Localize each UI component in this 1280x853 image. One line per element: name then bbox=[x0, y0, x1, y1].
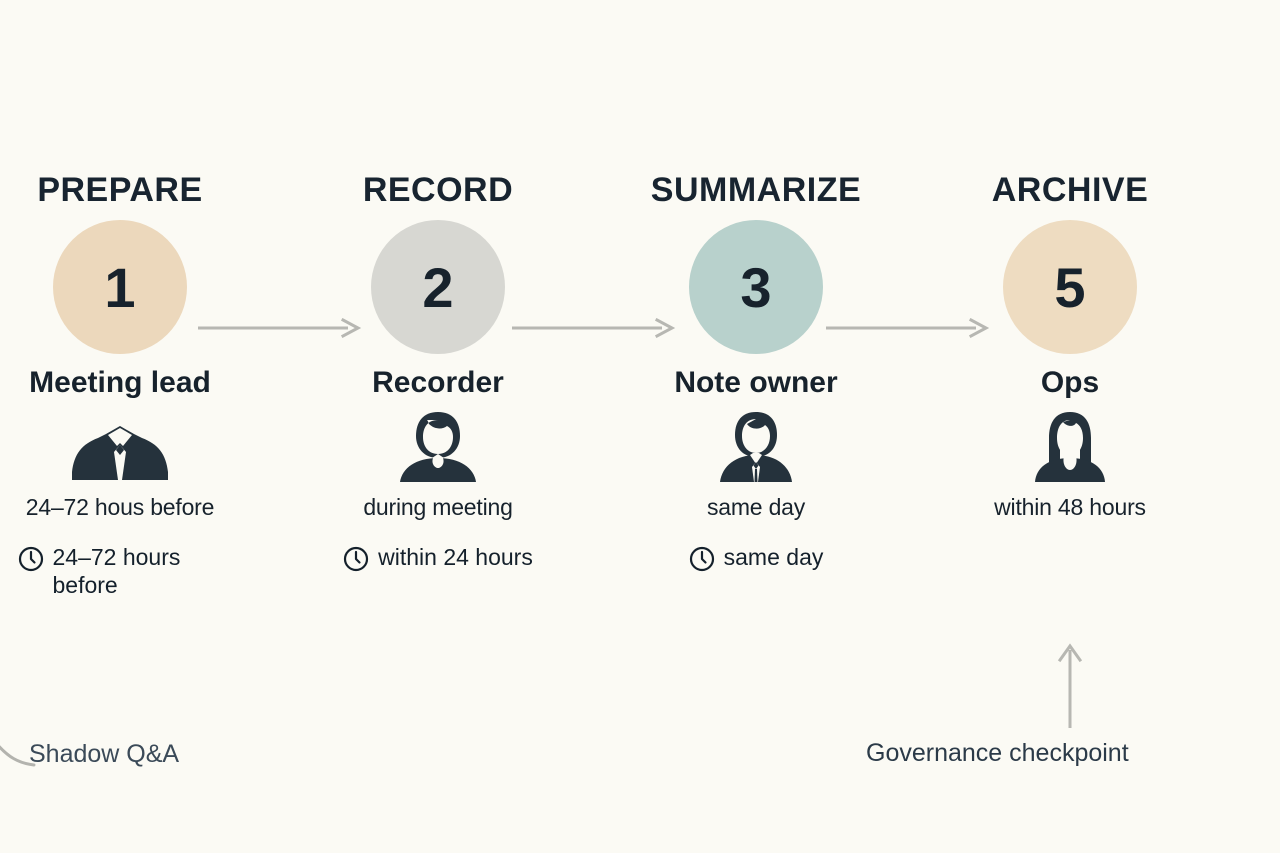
clock-badge-record: within 24 hours bbox=[343, 543, 533, 577]
clock-badge-summarize: same day bbox=[689, 543, 824, 577]
step-circle-wrap-1: 1 bbox=[0, 212, 270, 362]
clock-text-prepare: 24–72 hours before bbox=[52, 544, 181, 599]
step-number-1: 1 bbox=[104, 255, 136, 319]
stage-column-summarize: SUMMARIZE 3 Note owner same day bbox=[606, 168, 906, 577]
step-circle-5[interactable]: 5 bbox=[1003, 220, 1137, 354]
clock-icon bbox=[689, 543, 715, 577]
governance-arrow-icon bbox=[1050, 640, 1090, 735]
person-plain-icon bbox=[288, 406, 588, 484]
role-label-archive: Ops bbox=[1040, 366, 1100, 399]
clock-text-summarize: same day bbox=[723, 544, 824, 570]
step-circle-wrap-2: 2 bbox=[288, 212, 588, 362]
step-circle-3[interactable]: 3 bbox=[689, 220, 823, 354]
role-label-summarize: Note owner bbox=[674, 366, 838, 399]
stage-column-prepare: PREPARE 1 Meeting lead 24–72 hous before bbox=[0, 168, 270, 599]
clock-badge-prepare: 24–72 hours before bbox=[18, 543, 223, 599]
role-label-record: Recorder bbox=[372, 366, 504, 399]
timing-text-archive: within 48 hours bbox=[994, 494, 1146, 520]
governance-note-label: Governance checkpoint bbox=[866, 739, 1129, 767]
clock-text-record: within 24 hours bbox=[378, 544, 533, 570]
step-number-5: 5 bbox=[1054, 255, 1086, 319]
timing-text-prepare: 24–72 hous before bbox=[25, 494, 215, 520]
person-suit-icon bbox=[0, 406, 270, 484]
stage-column-archive: ARCHIVE 5 Ops within 48 hours bbox=[920, 168, 1220, 521]
role-label-prepare: Meeting lead bbox=[29, 366, 211, 399]
stage-title-record: RECORD bbox=[362, 171, 514, 209]
stage-column-record: RECORD 2 Recorder during meeting bbox=[288, 168, 588, 577]
shadow-note-arrow-icon bbox=[0, 735, 40, 776]
step-number-3: 3 bbox=[740, 255, 772, 319]
step-circle-wrap-3: 3 bbox=[606, 212, 906, 362]
step-number-2: 2 bbox=[422, 255, 454, 319]
timing-text-record: during meeting bbox=[363, 494, 513, 520]
shadow-note-label: Shadow Q&A bbox=[29, 740, 180, 768]
clock-icon bbox=[18, 543, 44, 577]
clock-icon bbox=[343, 543, 369, 577]
stage-title-summarize: SUMMARIZE bbox=[650, 171, 862, 209]
person-long-hair-icon bbox=[920, 406, 1220, 484]
timing-text-summarize: same day bbox=[706, 494, 806, 520]
person-tie-icon bbox=[606, 406, 906, 484]
step-circle-1[interactable]: 1 bbox=[53, 220, 187, 354]
step-circle-wrap-5: 5 bbox=[920, 212, 1220, 362]
step-circle-2[interactable]: 2 bbox=[371, 220, 505, 354]
stage-title-archive: ARCHIVE bbox=[991, 171, 1149, 209]
stage-title-prepare: PREPARE bbox=[37, 171, 203, 209]
